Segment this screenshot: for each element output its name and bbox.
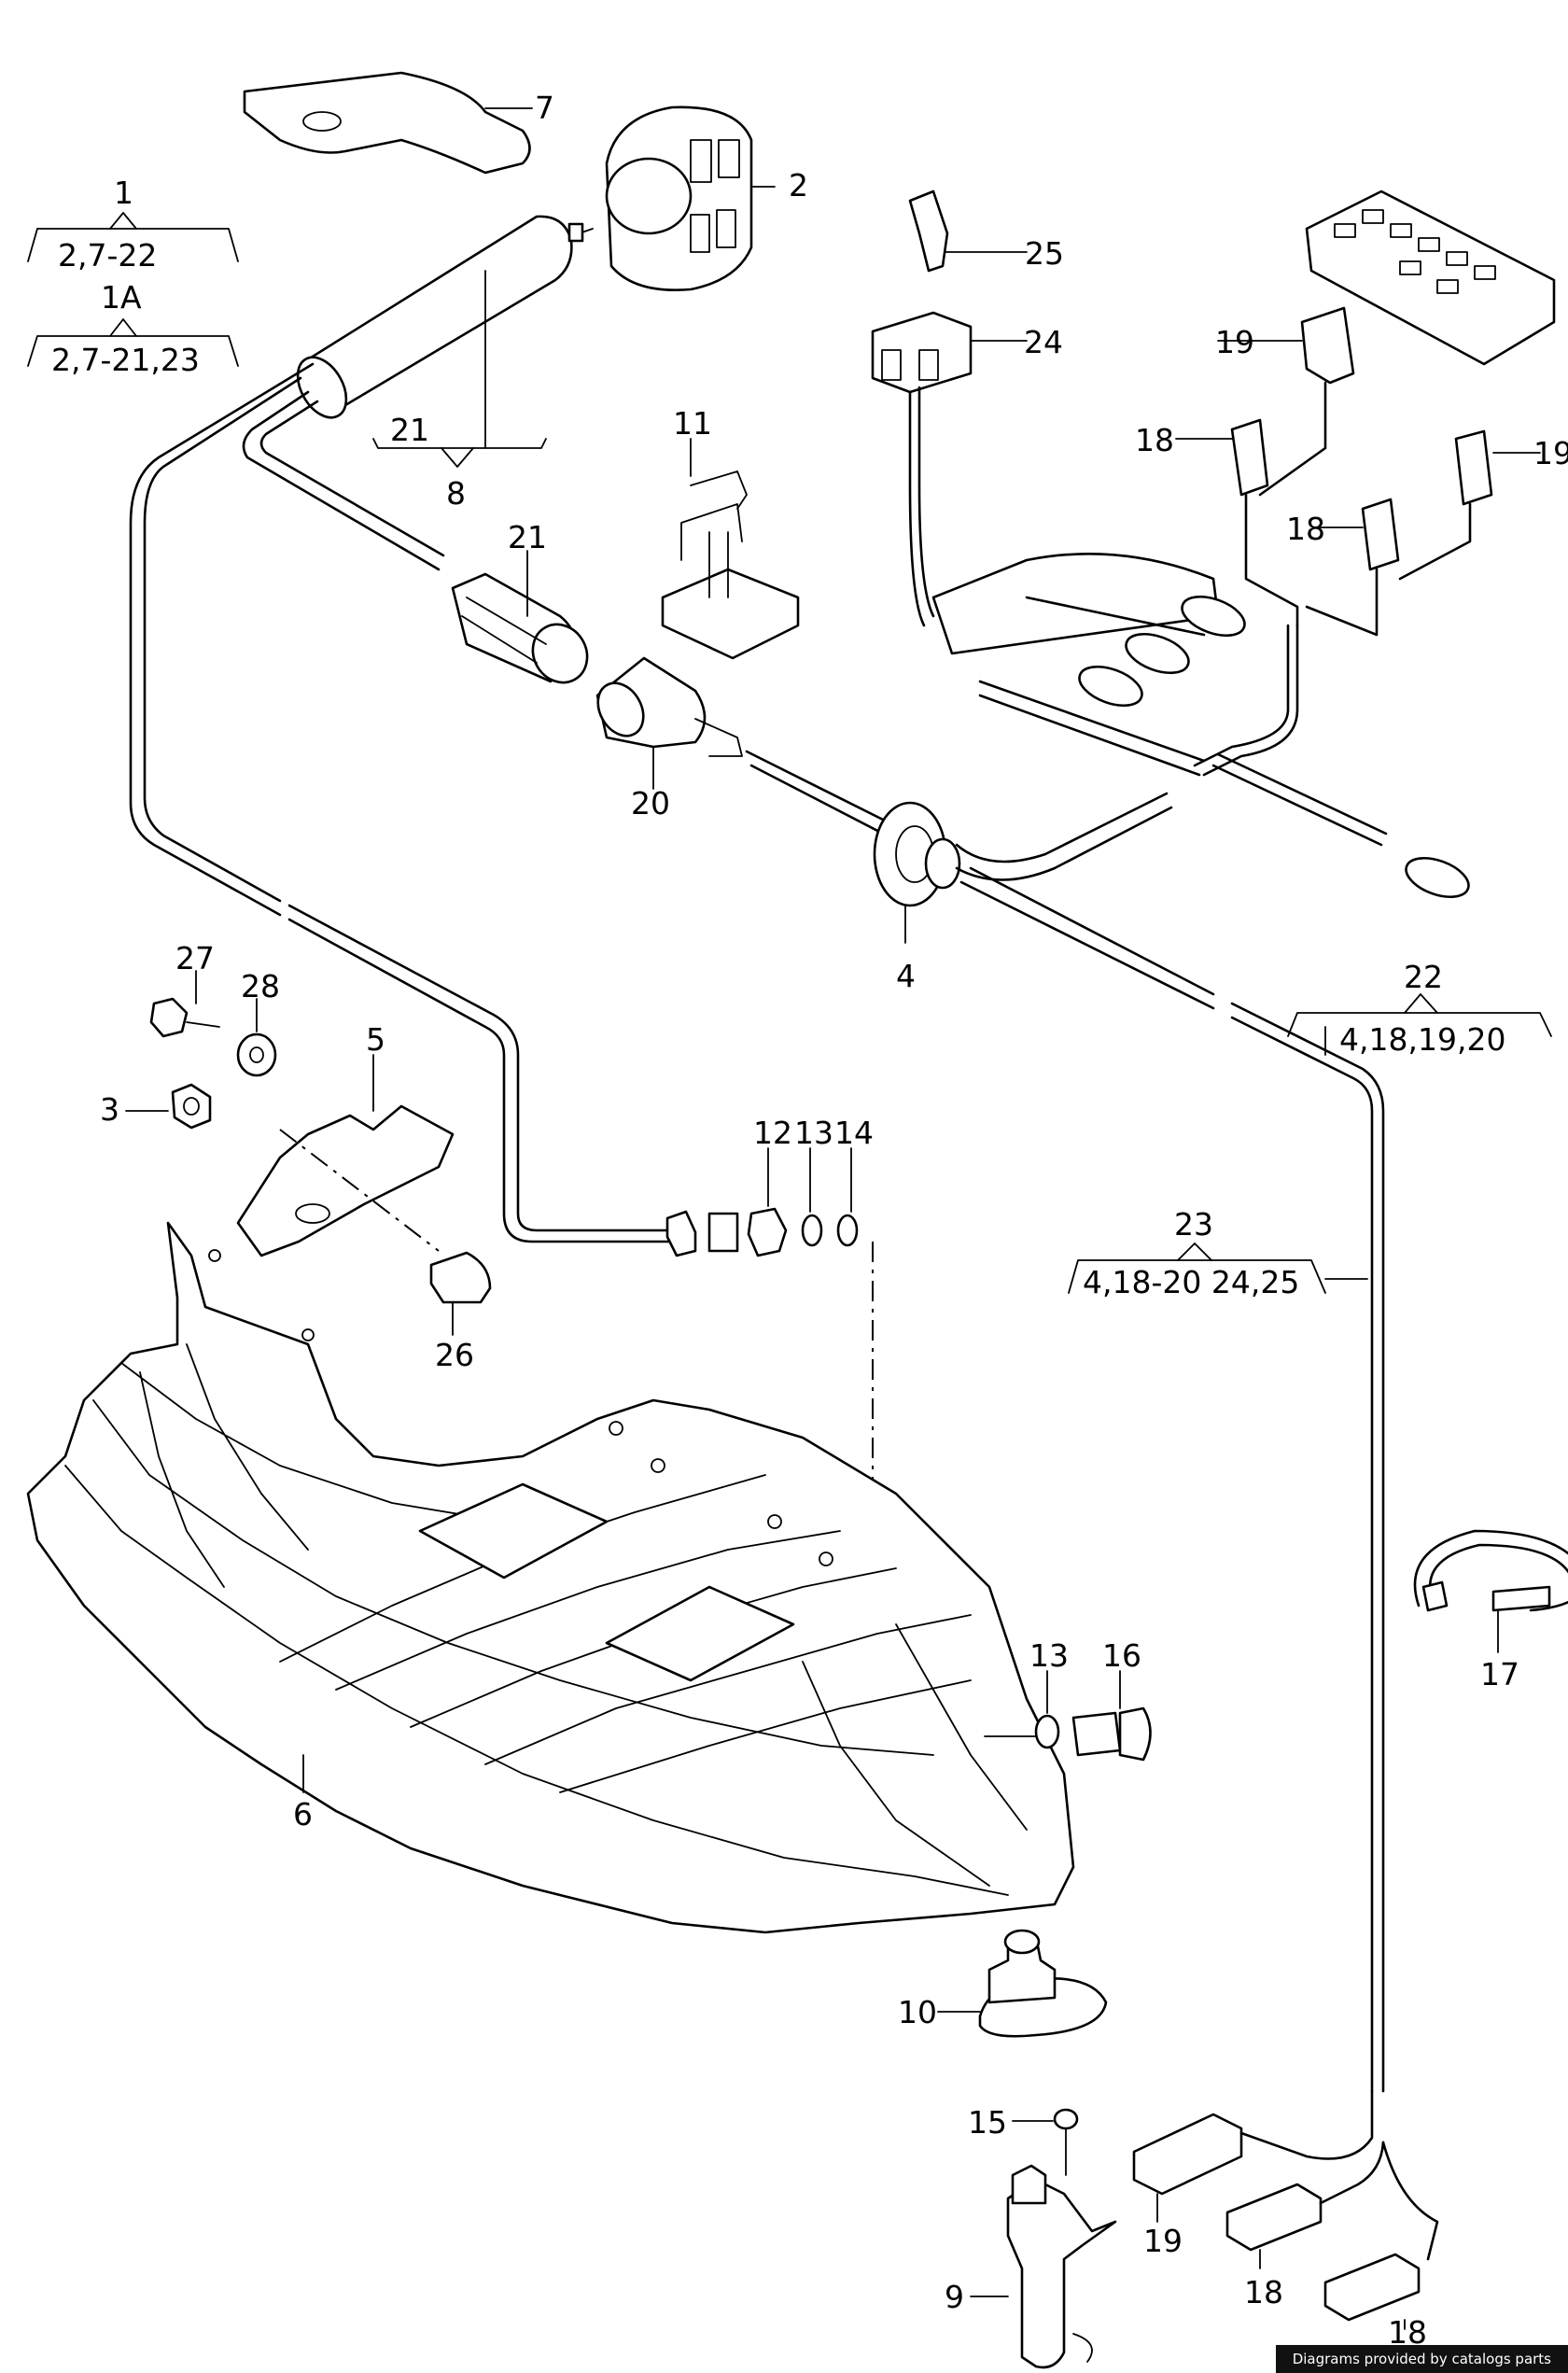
- callout-16: 16: [1102, 1637, 1141, 1674]
- callout-5: 5: [366, 1021, 385, 1058]
- fasteners-bolt: [984, 1670, 1152, 1762]
- callout-13a: 13: [794, 1115, 833, 1151]
- part-2-housing: [605, 105, 776, 291]
- callout-18d: 18: [1388, 2314, 1427, 2351]
- harness-terminals: [931, 553, 1470, 899]
- callout-14: 14: [834, 1115, 874, 1151]
- callout-26: 26: [435, 1337, 474, 1373]
- fuse-panel: [1305, 190, 1556, 366]
- callout-18b: 18: [1286, 511, 1325, 547]
- callout-9: 9: [945, 2279, 964, 2315]
- callout-18c: 18: [1244, 2274, 1283, 2310]
- callout-2: 2: [789, 167, 808, 204]
- callout-7: 7: [535, 90, 554, 126]
- callout-10: 10: [898, 1994, 937, 2030]
- group-label-22: 4,18,19,20: [1339, 1021, 1505, 1058]
- connectors-upper: [1175, 306, 1541, 637]
- part-10-buffer: [937, 1929, 1108, 2038]
- credit-banner: Diagrams provided by catalogs parts: [1275, 2345, 1568, 2373]
- connectors-lower: [1132, 2089, 1439, 2330]
- part-21-lighter-element: [451, 550, 589, 684]
- part-5-support: [236, 1054, 455, 1257]
- callout-4: 4: [896, 958, 916, 994]
- group-label-23: 4,18-20 24,25: [1083, 1264, 1299, 1300]
- callout-21b: 21: [508, 519, 547, 555]
- part-6-underbody-tray: [26, 1221, 1075, 1934]
- callout-12: 12: [753, 1115, 792, 1151]
- part-25-fuse: [908, 190, 1028, 273]
- callout-24: 24: [1024, 324, 1063, 360]
- fasteners-left: [125, 970, 277, 1130]
- callout-20: 20: [631, 785, 670, 821]
- callout-22: 22: [1404, 959, 1443, 995]
- group-bracket-22: [1287, 993, 1552, 1056]
- callout-19c: 19: [1143, 2223, 1183, 2259]
- part-20-socket: [595, 656, 743, 790]
- part-8-barrel: [296, 215, 594, 468]
- part-9-lamp-holder: [970, 2164, 1117, 2369]
- callout-1a: 1A: [101, 279, 142, 316]
- callout-3: 3: [100, 1091, 119, 1128]
- part-11-relay-holder: [661, 438, 800, 660]
- callout-28: 28: [241, 968, 280, 1004]
- part-15-screw: [1012, 2108, 1079, 2176]
- callout-1: 1: [114, 175, 133, 211]
- callout-8: 8: [446, 475, 466, 512]
- part-24-relay: [871, 311, 1028, 627]
- callout-21a: 21: [390, 412, 429, 448]
- callout-23: 23: [1174, 1206, 1213, 1243]
- callout-6: 6: [293, 1796, 313, 1832]
- fasteners-center: [665, 1147, 874, 1736]
- cable-loop-left: [129, 362, 315, 917]
- callout-15: 15: [968, 2104, 1007, 2141]
- callout-19b: 19: [1533, 435, 1568, 471]
- callout-18a: 18: [1135, 422, 1174, 458]
- callout-27: 27: [175, 940, 215, 976]
- part-4-grommet: [873, 801, 961, 944]
- callout-13b: 13: [1029, 1637, 1069, 1674]
- group-bracket-1: [27, 212, 239, 367]
- part-17-clamp: [1413, 1529, 1568, 1653]
- callout-11: 11: [673, 405, 712, 442]
- callout-17: 17: [1480, 1656, 1519, 1692]
- callout-19a: 19: [1215, 324, 1254, 360]
- group-bracket-23: [1068, 1243, 1368, 1294]
- callout-25: 25: [1025, 235, 1064, 272]
- part-26-clip: [429, 1251, 492, 1336]
- part-7-bracket: [243, 71, 533, 175]
- group-label-1a: 2,7-21,23: [51, 342, 200, 378]
- group-label-1: 2,7-22: [58, 237, 157, 274]
